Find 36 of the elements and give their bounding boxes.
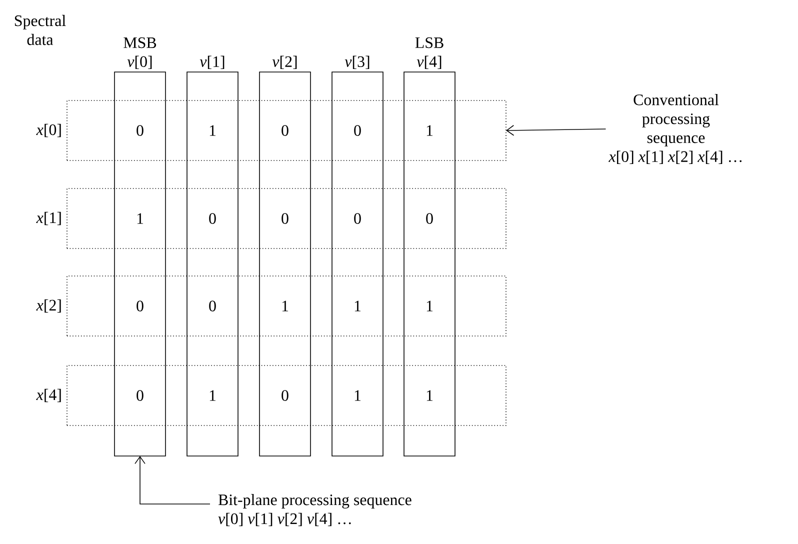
node-label: v[2] [272,56,297,69]
bit-value: 0 [354,213,361,224]
node-label: MSB [124,37,156,48]
bit-value: 0 [136,300,144,312]
bit-value: 1 [426,125,433,136]
bit-value: 1 [137,213,144,224]
bit-value: 1 [426,300,433,312]
arrow [506,124,606,136]
annotation-text: Bit-plane processing sequence v[0] v[1] v[2] v[4] … [218,494,412,526]
node-label: v[3] [344,56,370,69]
bit-value: 0 [282,390,288,401]
bit-value: 0 [354,125,361,136]
bit-value: 1 [354,390,361,401]
bit-value: 0 [282,125,288,136]
bit-value: 0 [136,125,144,136]
node-label: v[4] [416,56,442,69]
node-label: v[0] [127,56,152,69]
bit-value: 0 [426,213,433,224]
node-label: x[0] [36,124,61,138]
bit-value: 1 [210,390,216,401]
bit-value: 0 [209,300,216,312]
axis-label: Spectral data [14,14,66,46]
bit-value: 0 [209,213,216,224]
bit-value: 1 [282,300,288,312]
arrow [134,456,210,504]
node-label: v[1] [200,56,224,69]
bit-value: 1 [426,390,433,401]
bit-value: 1 [354,300,361,312]
annotation-text: Conventional processing sequence x[0] x[1] x[2] x[4] … [608,94,742,164]
bit-value: 0 [282,213,288,224]
node-label: x[2] [36,299,61,313]
node-label: x[1] [36,212,61,226]
node-label: LSB [415,37,444,48]
bit-value: 0 [136,390,144,401]
bit-value: 1 [210,125,216,136]
node-label: x[4] [36,388,61,402]
